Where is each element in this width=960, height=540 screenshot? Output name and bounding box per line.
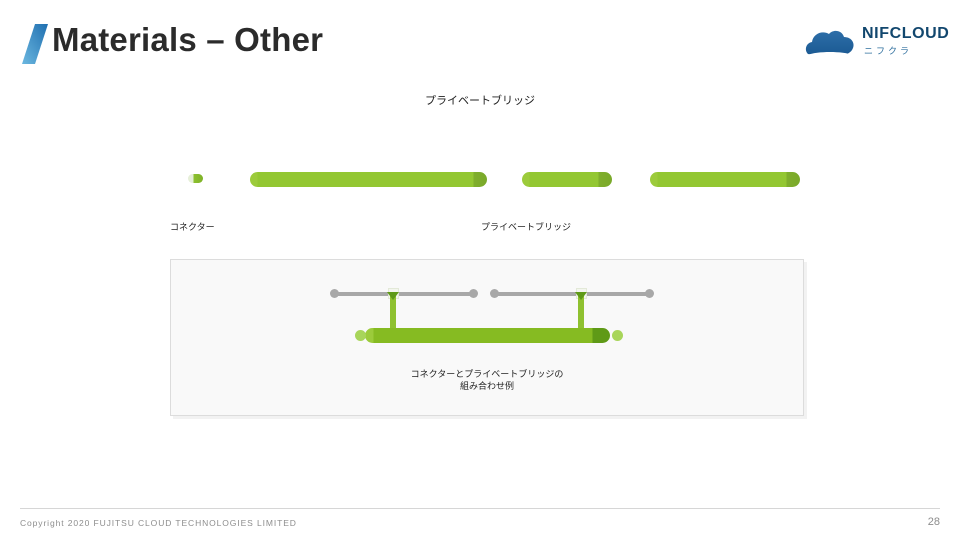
footer-divider: [20, 508, 940, 509]
private-bridge-label: プライベートブリッジ: [481, 223, 572, 233]
panel-caption-line-1: コネクターとプライベートブリッジの: [410, 370, 564, 380]
bridge-end-ball-left: [355, 330, 366, 341]
rail-endpoint-dot: [490, 289, 499, 298]
nifcloud-logo: NIFCLOUD ニフクラ: [804, 22, 949, 64]
diagram-top-label: プライベートブリッジ: [425, 94, 535, 107]
bridge-end-ball-right: [612, 330, 623, 341]
connector-shape-sample: [188, 174, 203, 183]
connector-stem-left: [390, 294, 396, 334]
connector-arrow-icon-right: [575, 292, 587, 300]
connector-stem-right: [578, 294, 584, 334]
connector-arrow-icon-left: [387, 292, 399, 300]
panel-caption: コネクターとプライベートブリッジの 組み合わせ例: [170, 369, 804, 393]
network-rail-left: [334, 292, 474, 296]
logo-subtitle: ニフクラ: [864, 46, 913, 56]
copyright-text: Copyright 2020 FUJITSU CLOUD TECHNOLOGIE…: [20, 518, 297, 528]
title-slash-icon: [22, 24, 48, 64]
slide-header: Materials – Other NIFCLOUD ニフクラ: [0, 0, 960, 80]
page-title: Materials – Other: [52, 21, 324, 58]
bridge-bar-sample-2: [522, 172, 612, 187]
rail-endpoint-dot: [645, 289, 654, 298]
bridge-bar-sample-1: [250, 172, 487, 187]
page-number: 28: [927, 516, 940, 528]
logo-wordmark: NIFCLOUD: [862, 25, 950, 42]
network-rail-right: [494, 292, 650, 296]
combined-bridge-bar: [365, 328, 610, 343]
rail-endpoint-dot: [330, 289, 339, 298]
panel-caption-line-2: 組み合わせ例: [459, 382, 514, 392]
rail-endpoint-dot: [469, 289, 478, 298]
cloud-icon: [805, 30, 854, 57]
connector-label: コネクター: [170, 223, 215, 233]
bridge-bar-sample-3: [650, 172, 800, 187]
